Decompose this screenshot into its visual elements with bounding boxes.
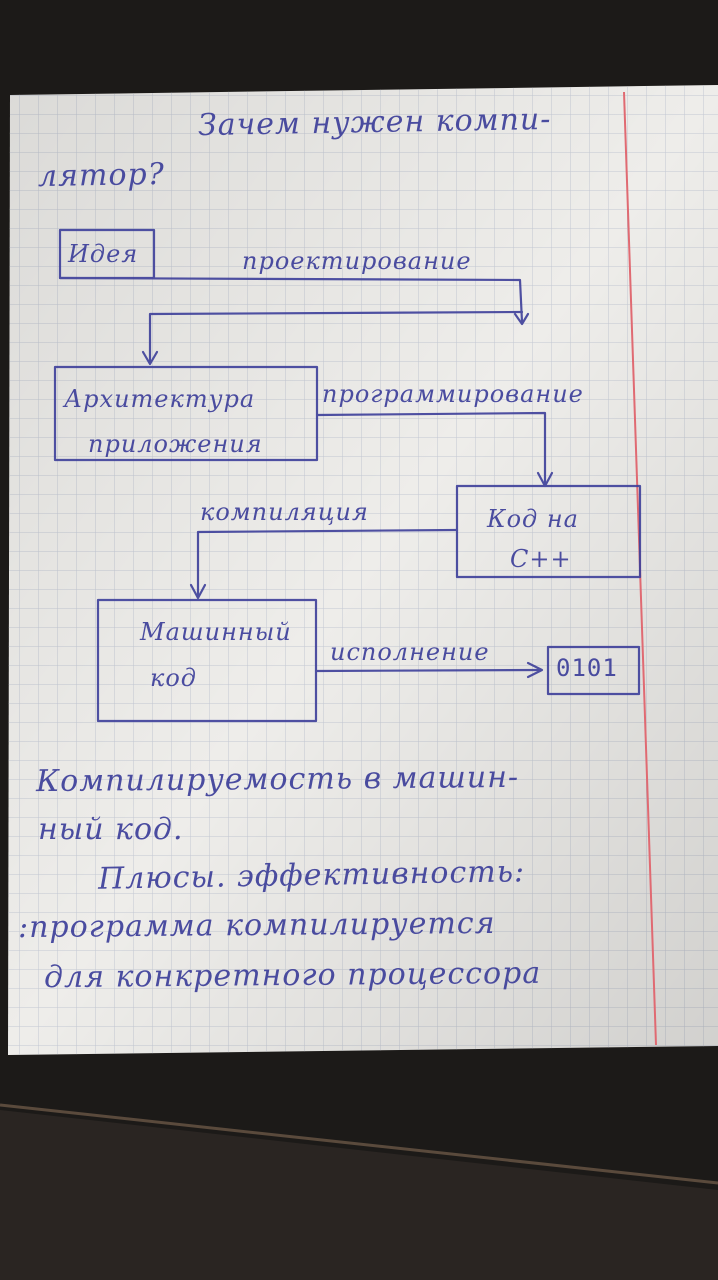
title-line-2: лятор? [37, 156, 166, 195]
arrow-programming-line [315, 411, 547, 487]
box-code-label-2: C++ [510, 545, 572, 573]
edge-design-label: проектирование [242, 247, 472, 275]
box-idea-label: Идея [68, 240, 139, 268]
body-line-4: :программа компилируется [17, 905, 496, 946]
box-machine-label-1: Машинный [140, 618, 292, 646]
edge-execution-label: исполнение [330, 638, 490, 666]
edge-programming-label: программирование [322, 380, 584, 408]
box-machine-frame [96, 598, 318, 723]
table-edge [0, 1110, 718, 1280]
arrow-execution-line [314, 668, 542, 673]
box-binary-frame [546, 645, 641, 696]
title-line-1: Зачем нужен компи- [197, 101, 552, 144]
box-architecture-frame [53, 365, 319, 462]
body-line-1: Компилируемость в машин- [35, 759, 520, 800]
arrow-design-return [148, 310, 524, 364]
box-architecture-label-1: Архитектура [64, 385, 256, 413]
body-line-2: ный код. [38, 812, 184, 847]
box-machine-label-2: код [150, 664, 197, 692]
arrow-compilation-line [196, 528, 459, 599]
box-code-label-1: Код на [487, 505, 579, 533]
arrow-design-line [58, 276, 524, 324]
box-architecture-label-2: приложения [88, 430, 263, 458]
box-binary-label: 0101 [556, 654, 618, 682]
body-line-5: для конкретного процессора [43, 955, 542, 996]
edge-compilation-label: компиляция [200, 498, 369, 526]
body-line-3: Плюсы. эффективность: [97, 854, 526, 897]
box-code-frame [455, 484, 642, 579]
